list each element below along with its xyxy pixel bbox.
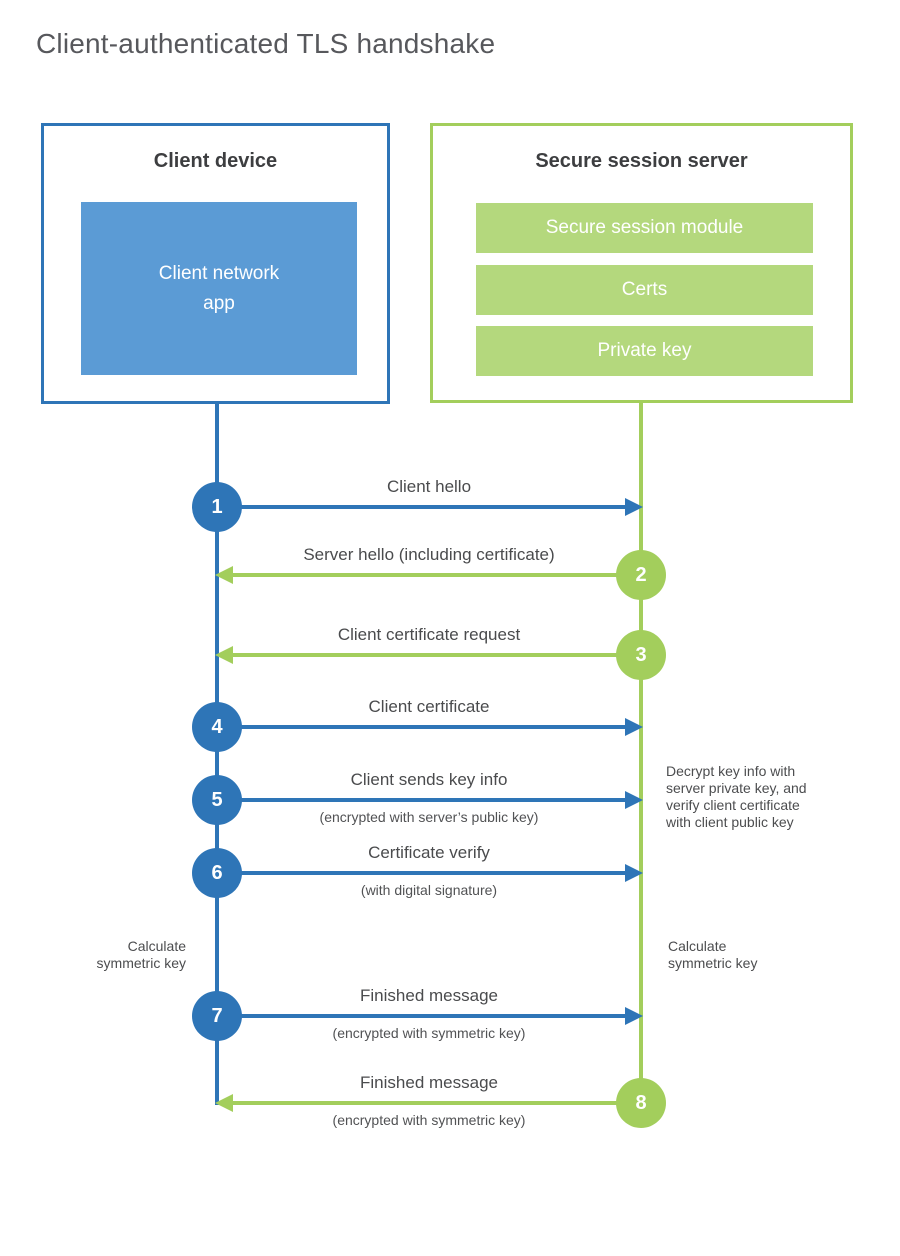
arrowhead-left-icon (215, 566, 233, 584)
client-device-title: Client device (153, 150, 278, 172)
note-decrypt-key-info: Decrypt key info with server private key… (666, 763, 807, 830)
step-circle-5: 5 (192, 775, 242, 825)
arrowhead-right-icon (625, 791, 643, 809)
page-title: Client-authenticated TLS handshake (36, 28, 496, 59)
message-label: Server hello (including certificate) (303, 545, 555, 564)
step-circle-3: 3 (616, 630, 666, 680)
message-arrow (217, 798, 625, 802)
message-subtitle: (encrypted with symmetric key) (332, 1112, 526, 1128)
message-subtitle: (encrypted with server’s public key) (319, 809, 539, 825)
message-label: Client certificate (368, 697, 490, 716)
server-module-private-key: Private key (476, 326, 813, 376)
message-label: Certificate verify (368, 843, 490, 862)
arrowhead-left-icon (215, 646, 233, 664)
server-module-certs: Certs (476, 265, 813, 315)
arrowhead-right-icon (625, 498, 643, 516)
secure-session-server-title: Secure session server (535, 150, 748, 172)
step-circle-6: 6 (192, 848, 242, 898)
arrowhead-right-icon (625, 864, 643, 882)
message-label: Client certificate request (337, 625, 521, 644)
note-calculate-symmetric-key-server: Calculate symmetric key (668, 938, 758, 971)
message-arrow (217, 505, 625, 509)
message-arrow (217, 871, 625, 875)
client-lifeline (215, 404, 219, 1105)
server-lifeline (639, 403, 643, 1103)
step-circle-2: 2 (616, 550, 666, 600)
message-arrow (233, 1101, 641, 1105)
message-label: Client sends key info (350, 770, 508, 789)
message-label: Finished message (360, 1073, 498, 1092)
arrowhead-right-icon (625, 1007, 643, 1025)
step-circle-4: 4 (192, 702, 242, 752)
arrowhead-left-icon (215, 1094, 233, 1112)
message-arrow (217, 1014, 625, 1018)
arrowhead-right-icon (625, 718, 643, 736)
message-subtitle: (with digital signature) (360, 882, 498, 898)
secure-session-server-box: Secure session server Secure session mod… (430, 123, 853, 403)
step-circle-7: 7 (192, 991, 242, 1041)
step-circle-1: 1 (192, 482, 242, 532)
message-arrow (233, 653, 641, 657)
message-label: Client hello (386, 477, 472, 496)
message-subtitle: (encrypted with symmetric key) (332, 1025, 526, 1041)
client-device-box: Client device Client network app (41, 123, 390, 404)
note-calculate-symmetric-key-client: Calculate symmetric key (96, 938, 186, 971)
message-label: Finished message (360, 986, 498, 1005)
message-arrow (233, 573, 641, 577)
client-network-app-box: Client network app (81, 202, 357, 375)
server-module-secure-session: Secure session module (476, 203, 813, 253)
message-arrow (217, 725, 625, 729)
step-circle-8: 8 (616, 1078, 666, 1128)
